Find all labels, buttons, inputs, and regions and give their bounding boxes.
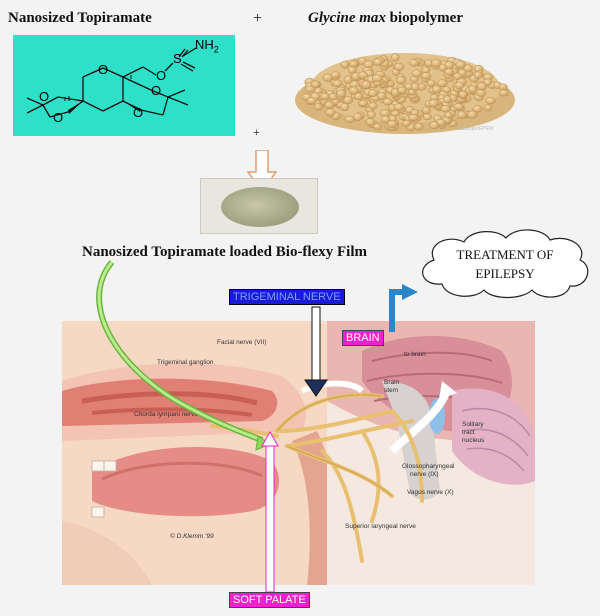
brain-label: BRAIN	[342, 330, 384, 346]
trigeminal-nerve-label: TRIGEMINAL NERVE	[229, 289, 345, 305]
soft-palate-label: SOFT PALATE	[229, 592, 310, 608]
